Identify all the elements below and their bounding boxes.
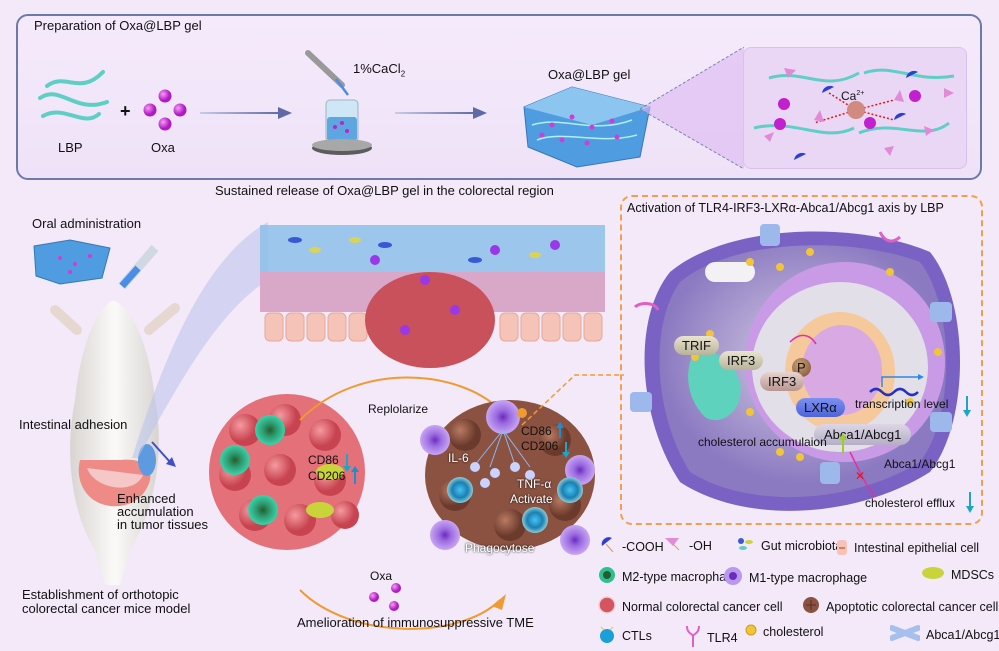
legend-item: -COOH: [598, 536, 664, 557]
oxa-molecules-icon: [369, 583, 401, 611]
up-arrow-icon: [839, 433, 847, 454]
crosslink-detail-box: [743, 47, 967, 169]
axis-connector-line: [521, 374, 624, 426]
abca1-abcg1-gene-node: Abca1/Abcg1: [814, 424, 912, 445]
mouse-model-label: Establishment of orthotopic colorectal c…: [22, 587, 191, 616]
legend-label: Gut microbiota: [761, 538, 843, 553]
intestinal-epithelial-cell-icon: [836, 536, 848, 559]
legend-item: MDSCs: [921, 566, 994, 583]
cd-change-arrows-icon: [343, 454, 359, 484]
legend-item: Normal colorectal cancer cell: [598, 596, 782, 617]
arrow-icon: [395, 107, 487, 119]
legend-item: Intestinal epithelial cell: [836, 536, 979, 559]
legend-item: Apoptotic colorectal cancer cell: [802, 596, 998, 617]
replolarize-label: Replolarize: [368, 402, 429, 416]
cholesterol-efflux-label: cholesterol efflux: [865, 496, 955, 510]
preparation-title: Preparation of Oxa@LBP gel: [34, 18, 202, 33]
m1-macrophage-icon: [723, 566, 743, 589]
mouse-illustration: [50, 300, 180, 585]
legend-label: M1-type macrophage: [749, 570, 868, 585]
arrow-icon: [200, 107, 292, 119]
legend-label: Apoptotic colorectal cancer cell: [826, 599, 999, 614]
abca1-abcg1-membrane-label: Abca1/Abcg1: [884, 457, 956, 471]
legend-label: TLR4: [707, 630, 738, 645]
calcium-ion-label: Ca2+: [841, 89, 865, 103]
down-arrow-icon: [963, 396, 971, 417]
cholesterol-accumulation-label: cholesterol accumulaion: [698, 435, 827, 449]
tlr4-icon: [685, 624, 701, 651]
legend-label: Abca1/Abcg1: [926, 627, 999, 642]
cholesterol-icon: [745, 624, 757, 639]
legend-label: MDSCs: [951, 567, 995, 582]
right-cd86-label: CD86: [521, 424, 552, 438]
tnf-alpha-label: TNF-α: [517, 477, 552, 491]
left-cd86-label: CD86: [308, 453, 339, 467]
plus-sign: +: [120, 101, 131, 121]
lbp-label: LBP: [58, 140, 83, 155]
mdsc-icon: [921, 566, 945, 583]
oral-administration-label: Oral administration: [32, 216, 142, 231]
irf3-phosphorylated-node: IRF3: [760, 372, 805, 391]
il6-label: IL-6: [448, 451, 469, 465]
carboxyl-icon: [598, 536, 616, 557]
lxr-alpha-node: LXRα: [796, 398, 845, 417]
lbp-strands-icon: [38, 70, 109, 121]
legend-item: cholesterol: [745, 624, 823, 639]
magnification-beam: [132, 222, 268, 458]
apoptotic-cancer-cell-icon: [802, 596, 820, 617]
reagent-label: 1%CaCl2: [353, 61, 406, 79]
down-arrow-icon: [966, 492, 974, 513]
gel-and-syringe-icon: [33, 239, 159, 289]
oxa-label: Oxa: [151, 140, 175, 155]
legend-item: CTLs: [598, 624, 652, 647]
m2-macrophage-icon: [598, 566, 616, 587]
legend-label: cholesterol: [763, 624, 824, 639]
oxa-lbp-gel-icon: [523, 86, 651, 168]
zoom-cone: [640, 47, 745, 169]
left-cd206-label: CD206: [308, 469, 346, 483]
gut-microbiota-icon: [735, 536, 755, 555]
axis-title: Activation of TLR4-IRF3-LXRα-Abca1/Abcg1…: [627, 201, 944, 215]
hydroxyl-icon: [663, 536, 683, 555]
legend-item: Gut microbiota: [735, 536, 842, 555]
cd-change-arrows-icon: [556, 422, 570, 458]
irf3-node: IRF3: [719, 351, 764, 370]
legend-label: Intestinal epithelial cell: [854, 540, 980, 555]
normal-cancer-cell-icon: [598, 596, 616, 617]
legend-item: Abca1/Abcg1: [889, 624, 999, 645]
activate-label: Activate: [510, 492, 553, 506]
axis-panel: [620, 195, 983, 525]
crosslink-network-diagram: [753, 68, 955, 160]
legend-item: -OH: [663, 536, 712, 555]
beaker-with-pipette-icon: [305, 50, 372, 155]
immunosuppressive-tumor-cluster: [209, 394, 365, 550]
legend-label: Normal colorectal cancer cell: [622, 599, 783, 614]
release-title: Sustained release of Oxa@LBP gel in the …: [215, 183, 554, 198]
accumulation-arrow-icon: [151, 441, 176, 467]
phagocytose-label: Phagocytose: [465, 541, 535, 555]
apoptotic-tumor-cluster: [420, 400, 595, 555]
intestinal-adhesion-label: Intestinal adhesion: [19, 417, 128, 432]
legend-label: -COOH: [622, 539, 664, 554]
legend-item: M2-type macrophage: [598, 566, 740, 587]
legend-item: M1-type macrophage: [723, 566, 867, 589]
svg-text:✕: ✕: [855, 469, 865, 483]
legend-label: M2-type macrophage: [622, 569, 741, 584]
oxa-tme-label: Oxa: [370, 569, 393, 583]
legend-label: CTLs: [622, 628, 652, 643]
legend-label: -OH: [689, 538, 712, 553]
oxa-molecules-icon: [143, 89, 187, 131]
gel-label: Oxa@LBP gel: [548, 67, 631, 82]
ctl-icon: [598, 624, 616, 647]
colorectal-tissue-illustration: [260, 225, 605, 368]
legend-item: TLR4: [685, 624, 738, 651]
transcription-level-label: transcription level: [855, 397, 949, 411]
trif-node: TRIF: [674, 336, 719, 355]
abca1-abcg1-icon: [889, 624, 921, 645]
accumulation-label: Enhanced accumulation in tumor tissues: [117, 491, 209, 532]
tme-title: Amelioration of immunosuppressive TME: [297, 615, 534, 630]
right-cd206-label: CD206: [521, 439, 559, 453]
